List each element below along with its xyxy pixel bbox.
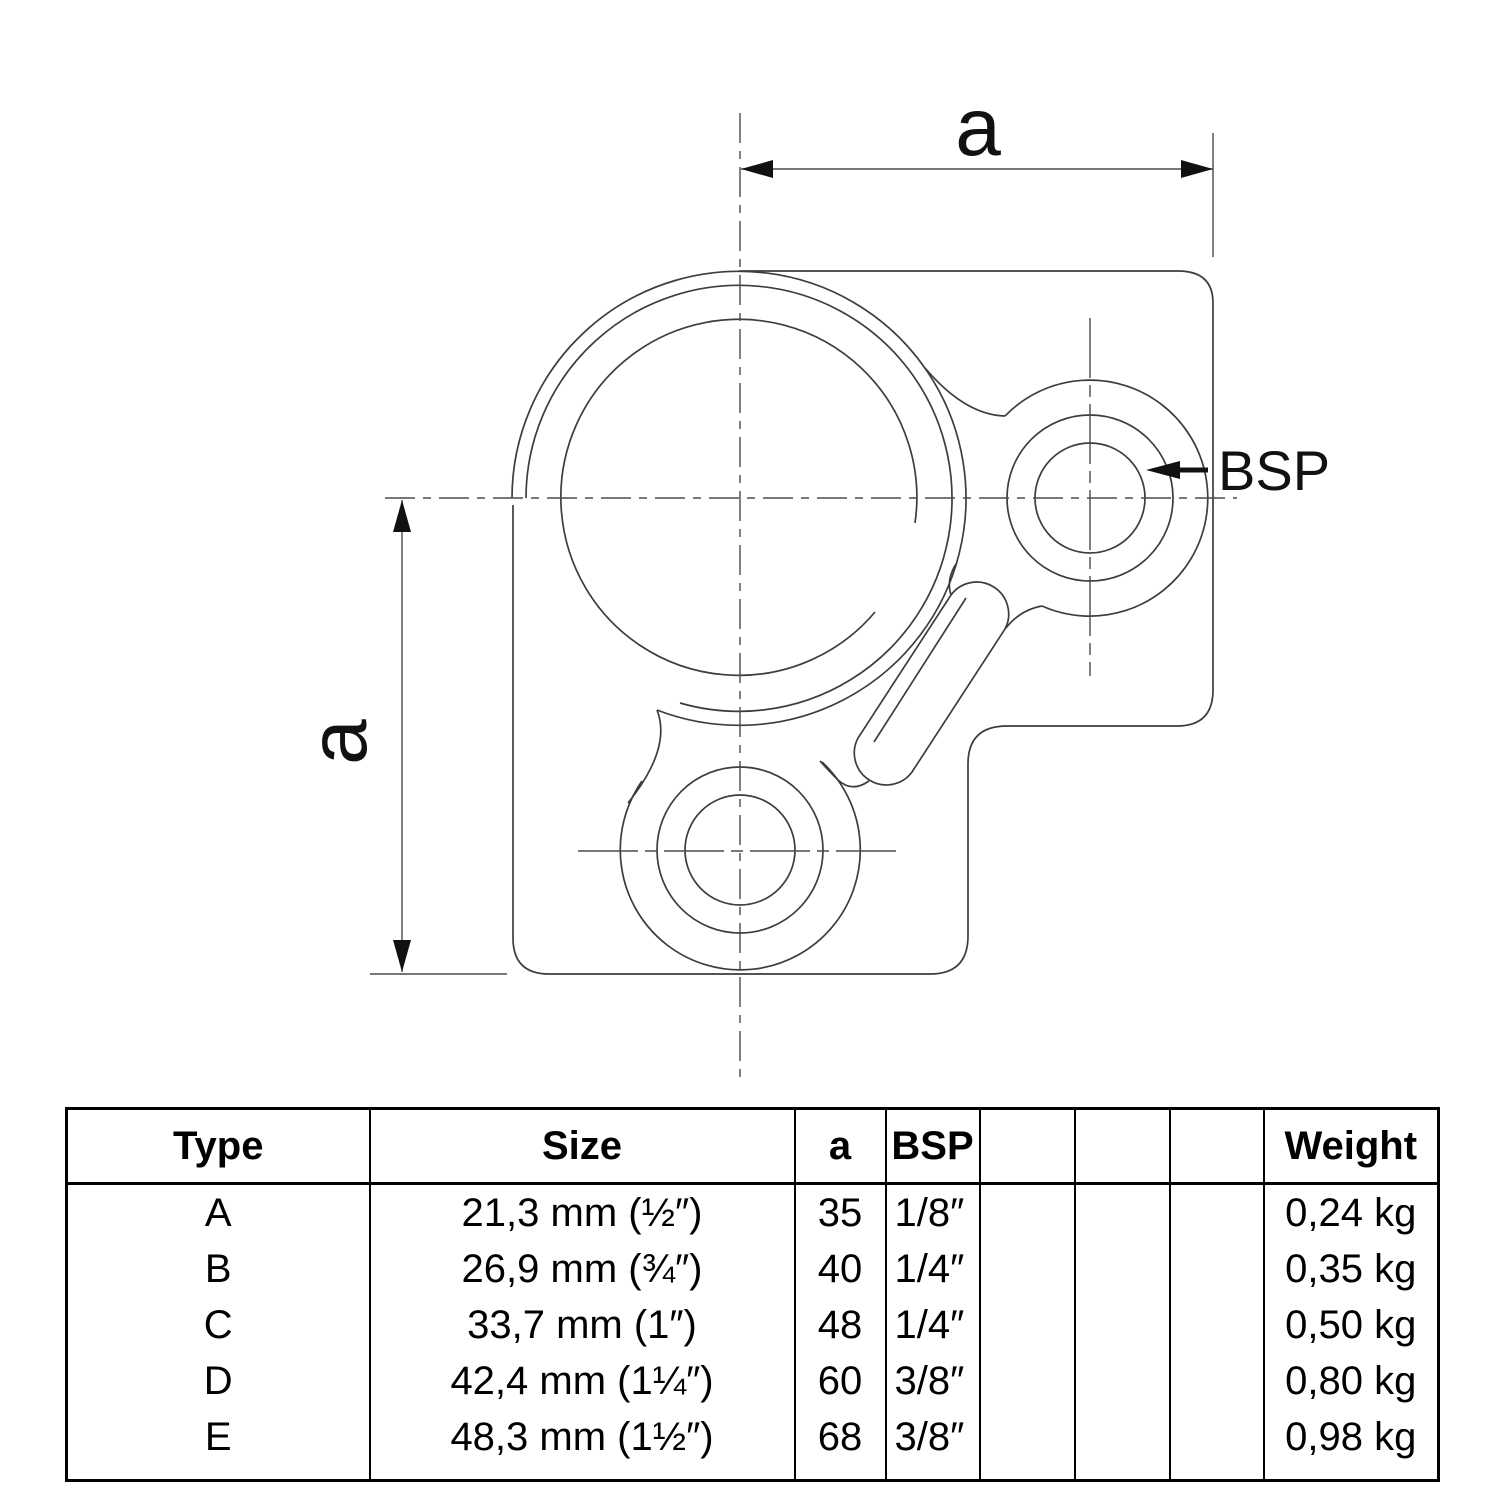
table-cell: E xyxy=(65,1409,371,1465)
table-cell xyxy=(1168,1241,1265,1297)
arrowhead-top-right xyxy=(1181,160,1213,178)
table-cell xyxy=(978,1241,1076,1297)
arrowhead-top-left xyxy=(741,160,773,178)
fillet-bspboss-to-lug xyxy=(1005,605,1043,629)
bsp-label: BSP xyxy=(1218,439,1330,502)
body-outline xyxy=(512,270,1214,975)
table-cell: 68 xyxy=(793,1409,887,1465)
table-filler-cell xyxy=(1262,1465,1440,1481)
table-filler-cell xyxy=(978,1465,1076,1481)
main-circle-mid xyxy=(525,284,953,713)
table-header-cell xyxy=(1073,1108,1171,1185)
table-cell: 1/4″ xyxy=(884,1297,981,1353)
table-cell: 33,7 mm (1″) xyxy=(368,1297,796,1353)
bsp-boss-outer xyxy=(1004,379,1209,617)
table-filler-cell xyxy=(1168,1465,1265,1481)
table-cell: 1/8″ xyxy=(884,1183,981,1241)
table-cell xyxy=(1168,1409,1265,1465)
fillet-circle-to-bspboss xyxy=(924,367,1006,417)
main-circle-bore xyxy=(560,318,918,677)
table-cell: 1/4″ xyxy=(884,1241,981,1297)
table-cell: 0,50 kg xyxy=(1262,1297,1440,1353)
table-cell: A xyxy=(65,1183,371,1241)
table-cell xyxy=(1168,1353,1265,1409)
table-cell: 0,98 kg xyxy=(1262,1409,1440,1465)
fitting-drawing: a a BSP xyxy=(293,82,1330,1080)
bottom-boss-bore xyxy=(684,794,796,906)
table-cell: 21,3 mm (½″) xyxy=(368,1183,796,1241)
table-cell xyxy=(1073,1409,1171,1465)
clamp-slit-line xyxy=(873,597,967,743)
table-cell xyxy=(1073,1183,1171,1241)
table-cell xyxy=(1168,1183,1265,1241)
clamp-lug xyxy=(853,581,1010,786)
table-header-cell: Size xyxy=(368,1108,796,1185)
table-cell: 0,35 kg xyxy=(1262,1241,1440,1297)
table-cell xyxy=(978,1183,1076,1241)
table-header-cell: Type xyxy=(65,1108,371,1185)
table-header-cell: Weight xyxy=(1262,1108,1440,1185)
table-header-cell xyxy=(1168,1108,1265,1185)
table-cell: 42,4 mm (1¼″) xyxy=(368,1353,796,1409)
table-filler-cell xyxy=(793,1465,887,1481)
table-cell: C xyxy=(65,1297,371,1353)
arrowhead-left-top xyxy=(393,500,411,532)
fillet-circle-to-lug xyxy=(948,563,957,596)
table-cell xyxy=(978,1297,1076,1353)
table-cell: 60 xyxy=(793,1353,887,1409)
table-filler-cell xyxy=(368,1465,796,1481)
table-cell: 35 xyxy=(793,1183,887,1241)
table-cell: 0,24 kg xyxy=(1262,1183,1440,1241)
table-filler-row xyxy=(65,1465,1440,1481)
table-cell: D xyxy=(65,1353,371,1409)
table-cell xyxy=(1073,1241,1171,1297)
table-cell: 48 xyxy=(793,1297,887,1353)
fillet-lug-to-bottomboss xyxy=(819,760,870,788)
table-cell: 48,3 mm (1½″) xyxy=(368,1409,796,1465)
table-cell: B xyxy=(65,1241,371,1297)
table-header-cell: a xyxy=(793,1108,887,1185)
table-filler-cell xyxy=(884,1465,981,1481)
arrowhead-left-bottom xyxy=(393,940,411,972)
table-cell: 3/8″ xyxy=(884,1409,981,1465)
table-header-cell: BSP xyxy=(884,1108,981,1185)
table-cell: 40 xyxy=(793,1241,887,1297)
bsp-arrowhead xyxy=(1146,461,1180,479)
table-cell xyxy=(978,1409,1076,1465)
fillet-circle-to-bottomboss xyxy=(627,709,662,804)
table-filler-cell xyxy=(1073,1465,1171,1481)
table-cell: 26,9 mm (¾″) xyxy=(368,1241,796,1297)
dim-left-label: a xyxy=(293,719,384,765)
table-cell xyxy=(1073,1353,1171,1409)
table-cell: 3/8″ xyxy=(884,1353,981,1409)
table-cell: 0,80 kg xyxy=(1262,1353,1440,1409)
table-cell xyxy=(978,1353,1076,1409)
table-cell xyxy=(1168,1297,1265,1353)
table-header-cell xyxy=(978,1108,1076,1185)
table-cell xyxy=(1073,1297,1171,1353)
table-filler-cell xyxy=(65,1465,371,1481)
dim-top-label: a xyxy=(955,82,1001,173)
bottom-boss-outer xyxy=(619,761,862,971)
